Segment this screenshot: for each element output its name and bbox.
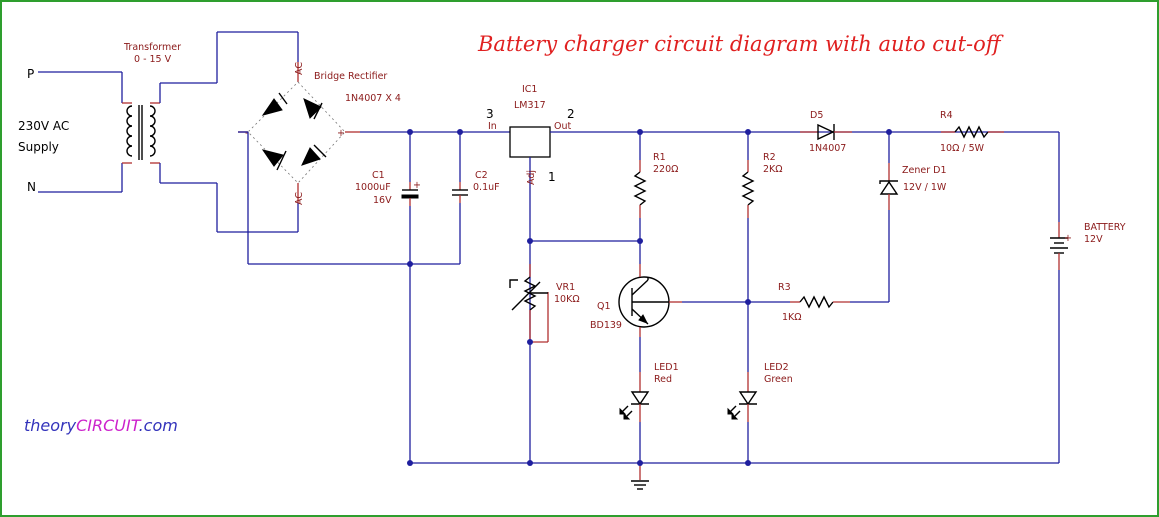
- led2-label: LED2: [764, 362, 789, 373]
- d5-value: 1N4007: [809, 143, 846, 154]
- battery: + BATTERY 12V: [1050, 132, 1126, 463]
- transformer-value: 0 - 15 V: [134, 54, 172, 65]
- ac-source: P N 230V AC Supply: [18, 67, 123, 194]
- r2-value: 2KΩ: [763, 164, 783, 175]
- resistor-r1: R1 220Ω: [633, 132, 678, 241]
- resistor-r4: R4 10Ω / 5W: [940, 110, 1004, 154]
- led1-color: Red: [654, 374, 672, 385]
- c1-label: C1: [372, 170, 385, 181]
- capacitor-c2: C2 0.1uF: [452, 132, 500, 264]
- junction-dots: [407, 129, 892, 466]
- r4-value: 10Ω / 5W: [940, 143, 985, 154]
- d5-label: D5: [810, 110, 823, 121]
- transformer: Transformer 0 - 15 V: [122, 42, 181, 164]
- ic1-pin-adj-label: Adj: [526, 170, 537, 185]
- led2: LED2 Green: [727, 362, 793, 463]
- ic1-pin2-number: 2: [567, 107, 575, 121]
- capacitor-c1: + C1 1000uF 16V: [355, 132, 421, 463]
- q1-label: Q1: [597, 301, 611, 312]
- battery-plus: +: [1064, 233, 1072, 244]
- c2-label: C2: [475, 170, 488, 181]
- potentiometer-vr1: VR1 10KΩ: [509, 264, 580, 343]
- ic1-pin-in-label: In: [488, 121, 497, 132]
- rectifier-label: Bridge Rectifier: [314, 71, 387, 82]
- ground-symbol: [631, 463, 649, 490]
- diode-d5: D5 1N4007: [800, 110, 852, 154]
- led1: LED1 Red: [619, 362, 679, 463]
- r1-value: 220Ω: [653, 164, 678, 175]
- led2-color: Green: [764, 374, 793, 385]
- ic1-pin1-number: 1: [548, 170, 556, 184]
- zener-label: Zener D1: [902, 165, 947, 176]
- bridge-rectifier: - + AC AC Bridge Rectifier 1N4007 X 4: [238, 62, 401, 205]
- battery-value: 12V: [1084, 234, 1103, 245]
- c1-value: 1000uF: [355, 182, 391, 193]
- r2-label: R2: [763, 152, 776, 163]
- vr1-label: VR1: [556, 282, 575, 293]
- transistor-q1: Q1 BD139: [590, 264, 670, 337]
- r4-label: R4: [940, 110, 953, 121]
- vr1-value: 10KΩ: [554, 294, 580, 305]
- c2-value: 0.1uF: [473, 182, 500, 193]
- source-n-label: N: [27, 180, 36, 194]
- r3-label: R3: [778, 282, 791, 293]
- battery-label: BATTERY: [1084, 222, 1126, 233]
- svg-text:-: -: [245, 128, 248, 139]
- ic1-pin-out-label: Out: [554, 121, 571, 132]
- ic1-part: LM317: [514, 100, 546, 111]
- ic1-pin3-number: 3: [486, 107, 494, 121]
- resistor-r3: R3 1KΩ: [778, 282, 889, 323]
- diagram-title: Battery charger circuit diagram with aut…: [477, 32, 1004, 56]
- zener-value: 12V / 1W: [903, 182, 947, 193]
- rectifier-diodes-label: 1N4007 X 4: [345, 93, 401, 104]
- regulator-ic1: IC1 LM317 3 In 2 Out Adj 1: [486, 84, 1059, 463]
- source-p-label: P: [27, 67, 34, 81]
- q1-value: BD139: [590, 320, 622, 331]
- ac-bottom-label: AC: [294, 192, 305, 205]
- r1-label: R1: [653, 152, 666, 163]
- source-supply-label: Supply: [18, 140, 59, 154]
- led1-label: LED1: [654, 362, 679, 373]
- svg-text:+: +: [413, 180, 421, 191]
- ac-top-label: AC: [294, 62, 305, 75]
- transformer-label: Transformer: [123, 42, 181, 53]
- c1-voltage: 16V: [373, 195, 392, 206]
- r3-value: 1KΩ: [782, 312, 802, 323]
- brand-logo: theoryCIRCUIT.com: [24, 416, 178, 435]
- ic1-label: IC1: [522, 84, 537, 95]
- resistor-r2: R2 2KΩ: [741, 132, 783, 372]
- zener-d1: Zener D1 12V / 1W: [879, 132, 947, 302]
- source-voltage-label: 230V AC: [18, 119, 69, 133]
- svg-text:+: +: [337, 128, 345, 139]
